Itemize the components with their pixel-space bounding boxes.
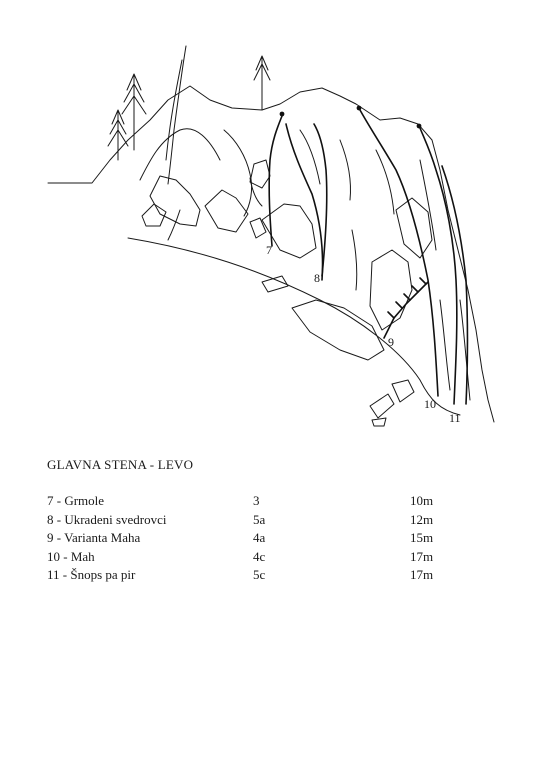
route-line-10 xyxy=(356,105,439,397)
rock-outline xyxy=(47,85,495,423)
route-name: 11 - Šnops pa pir xyxy=(47,567,136,582)
tall-stem xyxy=(165,45,187,185)
tree-icon xyxy=(107,109,129,161)
tree-icon xyxy=(253,55,271,111)
route-row: 7 - Grmole 3 10m xyxy=(47,493,467,512)
route-length: 12m xyxy=(410,511,434,527)
route-row: 8 - Ukradeni svedrovci 5a 12m xyxy=(47,512,467,531)
route-row: 11 - Šnops pa pir 5c 17m xyxy=(47,567,467,586)
tree-icon xyxy=(121,73,147,151)
route-number-10: 10 xyxy=(424,397,436,411)
log-icon xyxy=(249,217,415,427)
route-grade: 3 xyxy=(253,493,260,508)
section-title: GLAVNA STENA - LEVO xyxy=(47,457,194,472)
route-grade: 5a xyxy=(253,511,266,527)
route-length: 17m xyxy=(410,567,434,582)
route-number-11: 11 xyxy=(449,411,461,425)
route-line-9 xyxy=(383,277,429,339)
route-number-9: 9 xyxy=(388,335,394,349)
route-row: 10 - Mah 4c 17m xyxy=(47,549,467,568)
route-number-8: 8 xyxy=(314,271,320,285)
route-number-7: 7 xyxy=(266,243,272,257)
route-grade: 4a xyxy=(253,530,266,545)
route-line-11 xyxy=(416,123,469,405)
route-length: 15m xyxy=(410,530,434,545)
route-line-7 xyxy=(268,111,285,247)
crag-topo-drawing: 7 8 9 10 11 xyxy=(47,45,495,427)
route-length: 17m xyxy=(410,548,434,564)
route-name: 8 - Ukradeni svedrovci xyxy=(47,511,167,527)
route-length: 10m xyxy=(410,493,434,508)
route-name: 7 - Grmole xyxy=(47,493,105,508)
route-name: 9 - Varianta Maha xyxy=(47,530,141,545)
route-list: 7 - Grmole 3 10m 8 - Ukradeni svedrovci … xyxy=(47,493,467,586)
route-grade: 5c xyxy=(253,567,266,582)
route-name: 10 - Mah xyxy=(47,548,95,564)
route-grade: 4c xyxy=(253,548,266,564)
route-line-8 xyxy=(285,123,328,281)
route-row: 9 - Varianta Maha 4a 15m xyxy=(47,530,467,549)
